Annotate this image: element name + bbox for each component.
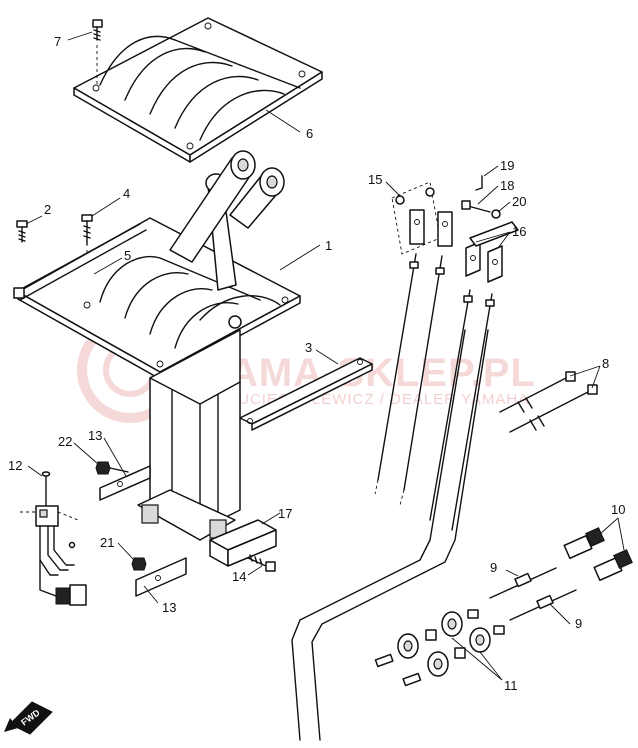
part-joint-16 (465, 221, 519, 283)
callout-label-4: 4 (123, 186, 130, 201)
callout-label-14: 14 (232, 569, 246, 584)
part-pin-18 (461, 200, 491, 213)
callout-label-1: 1 (325, 238, 332, 253)
callout-label-5: 5 (124, 248, 131, 263)
part-connector-10 (563, 527, 633, 582)
callout-label-8: 8 (602, 356, 609, 371)
part-rod-9-lower (509, 589, 577, 621)
callout-label-18: 18 (500, 178, 514, 193)
part-bolt-8 (499, 371, 598, 433)
callout-label-13-lower: 13 (162, 600, 176, 615)
part-bolt-22 (95, 461, 129, 475)
callout-leaders (25, 31, 625, 681)
callout-label-17: 17 (278, 506, 292, 521)
part-remote-control-box (13, 217, 301, 541)
callout-label-3: 3 (305, 340, 312, 355)
callout-label-20: 20 (512, 194, 526, 209)
callout-label-19: 19 (500, 158, 514, 173)
fwd-direction-badge: FWD (4, 701, 53, 735)
part-pin-19 (475, 175, 483, 191)
callout-label-6: 6 (306, 126, 313, 141)
callout-label-9-lower: 9 (575, 616, 582, 631)
part-nut-21 (131, 557, 147, 571)
part-block-17 (209, 519, 277, 567)
callout-label-7: 7 (54, 34, 61, 49)
watermark-title: YAMA-SKLEP.PL (205, 351, 536, 395)
callout-label-12: 12 (8, 458, 22, 473)
part-clevis-15 (391, 181, 453, 255)
part-top-cover (73, 17, 323, 163)
part-bolt-14 (247, 554, 276, 572)
part-switch-12 (20, 471, 87, 606)
callout-label-21: 21 (100, 535, 114, 550)
callout-label-13-upper: 13 (88, 428, 102, 443)
callout-label-11: 11 (504, 678, 518, 693)
part-screw-2 (16, 220, 28, 243)
callout-label-2: 2 (44, 202, 51, 217)
part-bracket-13-lower (135, 557, 187, 597)
part-grommet-11 (374, 609, 505, 687)
callout-label-9-upper: 9 (490, 560, 497, 575)
part-control-cables (291, 253, 495, 741)
part-bracket-13-upper (99, 465, 151, 501)
callout-label-16: 16 (512, 224, 526, 239)
part-plate-3 (239, 357, 373, 431)
callout-label-22: 22 (58, 434, 72, 449)
part-rod-9-upper (489, 567, 557, 599)
callout-labels: 7 6 2 4 5 1 3 15 19 18 20 16 8 10 9 9 11… (8, 34, 625, 693)
watermark-subtitle: P.RUCIECKI-LEWICZ / DEALER YAMAHA (212, 391, 529, 408)
callout-label-10: 10 (611, 502, 625, 517)
part-control-lever (169, 150, 285, 291)
part-screw-7 (92, 19, 103, 86)
callout-label-15: 15 (368, 172, 382, 187)
